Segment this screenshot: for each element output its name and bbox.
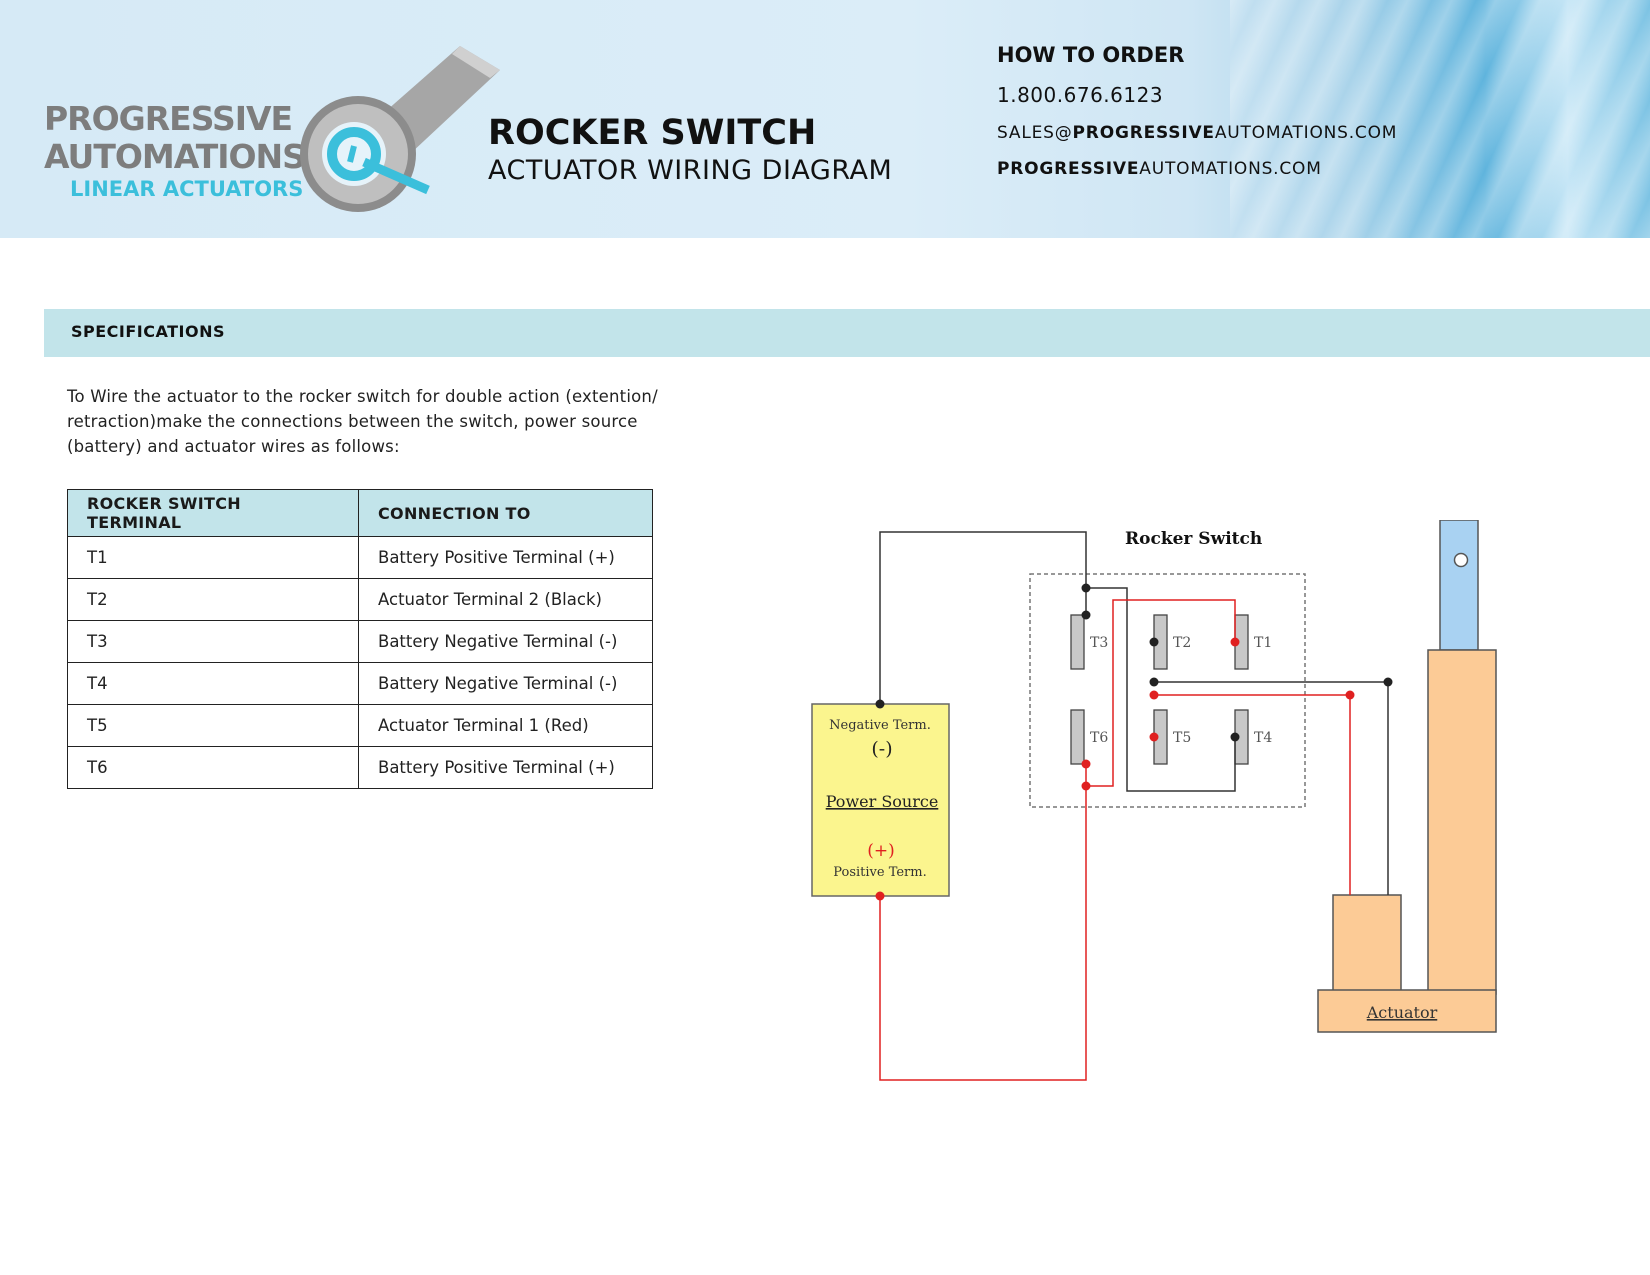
terminal-t6: [1070, 709, 1085, 765]
brand-line3: LINEAR ACTUATORS: [70, 177, 304, 201]
black-junction-dots: [875, 583, 1393, 742]
terminal-label: T3: [1090, 635, 1108, 651]
web-bold: PROGRESSIVE: [997, 159, 1140, 179]
connection-cell: Battery Positive Terminal (+): [358, 536, 653, 579]
connection-cell: Battery Negative Terminal (-): [358, 662, 653, 705]
specifications-heading: SPECIFICATIONS: [71, 322, 226, 341]
terminal-cell: T1: [67, 536, 359, 579]
table-header-row: ROCKER SWITCH TERMINAL CONNECTION TO: [67, 489, 653, 537]
email-bold: PROGRESSIVE: [1072, 123, 1215, 143]
actuator-tube: [1427, 649, 1497, 995]
order-phone-link[interactable]: 1.800.676.6123: [997, 83, 1164, 107]
table-header-terminal: ROCKER SWITCH TERMINAL: [67, 489, 359, 537]
table-header-connection: CONNECTION TO: [358, 489, 653, 537]
brand-logo-text: PROGRESSIVE AUTOMATIONS LINEAR ACTUATORS: [44, 99, 306, 202]
connection-cell: Actuator Terminal 2 (Black): [358, 578, 653, 621]
positive-sign: (+): [867, 841, 895, 861]
actuator-label: Actuator: [1366, 1003, 1438, 1022]
connection-cell: Battery Positive Terminal (+): [358, 746, 653, 789]
email-suffix: AUTOMATIONS.COM: [1214, 123, 1398, 143]
specifications-bar: SPECIFICATIONS: [44, 309, 1650, 357]
terminal-label: T4: [1254, 730, 1272, 746]
web-suffix: AUTOMATIONS.COM: [1139, 159, 1322, 179]
terminal-cell: T6: [67, 746, 359, 789]
actuator-rod: [1439, 520, 1479, 651]
order-heading: HOW TO ORDER: [997, 43, 1185, 67]
brand-line1: PROGRESSIVE: [44, 99, 293, 138]
terminal-cell: T3: [67, 620, 359, 663]
red-junction-dots: [875, 637, 1355, 901]
title-sub: ACTUATOR WIRING DIAGRAM: [488, 155, 893, 186]
connection-cell: Battery Negative Terminal (-): [358, 620, 653, 663]
terminal-label: T1: [1254, 635, 1272, 651]
terminal-cell: T5: [67, 704, 359, 747]
header-sheen: [1230, 0, 1650, 238]
power-source-label: Power Source: [826, 792, 939, 811]
power-source-box: [811, 703, 950, 897]
order-info: HOW TO ORDER 1.800.676.6123 SALES@PROGRE…: [997, 40, 1397, 182]
terminal-label: T6: [1090, 730, 1108, 746]
specifications-intro: To Wire the actuator to the rocker switc…: [67, 387, 658, 456]
order-website-link[interactable]: PROGRESSIVEAUTOMATIONS.COM: [997, 156, 1397, 182]
email-prefix: SALES@: [997, 123, 1073, 143]
terminal-cell: T4: [67, 662, 359, 705]
brand-line2: AUTOMATIONS: [44, 137, 306, 176]
actuator-motor: [1332, 894, 1402, 996]
negative-term-label: Negative Term.: [829, 718, 931, 733]
terminal-label: T5: [1173, 730, 1191, 746]
title-main: ROCKER SWITCH: [488, 113, 817, 153]
connection-cell: Actuator Terminal 1 (Red): [358, 704, 653, 747]
actuator-base: [1317, 989, 1497, 1033]
negative-sign: (-): [871, 738, 892, 760]
header-banner: PROGRESSIVE AUTOMATIONS LINEAR ACTUATORS…: [0, 0, 1650, 238]
terminal-cell: T2: [67, 578, 359, 621]
wiring-diagram: Rocker Switch Negative Term. (-) Power S…: [811, 520, 1497, 1081]
rocker-switch-box: [1029, 573, 1306, 808]
red-wires: [879, 599, 1351, 1081]
terminal-t3: [1070, 614, 1085, 670]
rocker-switch-label: Rocker Switch: [1125, 529, 1262, 549]
wrench-logo-icon: [300, 46, 500, 212]
black-wires: [879, 531, 1389, 895]
terminal-label: T2: [1173, 635, 1191, 651]
order-email-link[interactable]: SALES@PROGRESSIVEAUTOMATIONS.COM: [997, 120, 1397, 146]
actuator-rod-eye-icon: [1453, 552, 1469, 568]
positive-term-label: Positive Term.: [833, 865, 926, 880]
document-title: ROCKER SWITCH ACTUATOR WIRING DIAGRAM: [488, 112, 892, 188]
